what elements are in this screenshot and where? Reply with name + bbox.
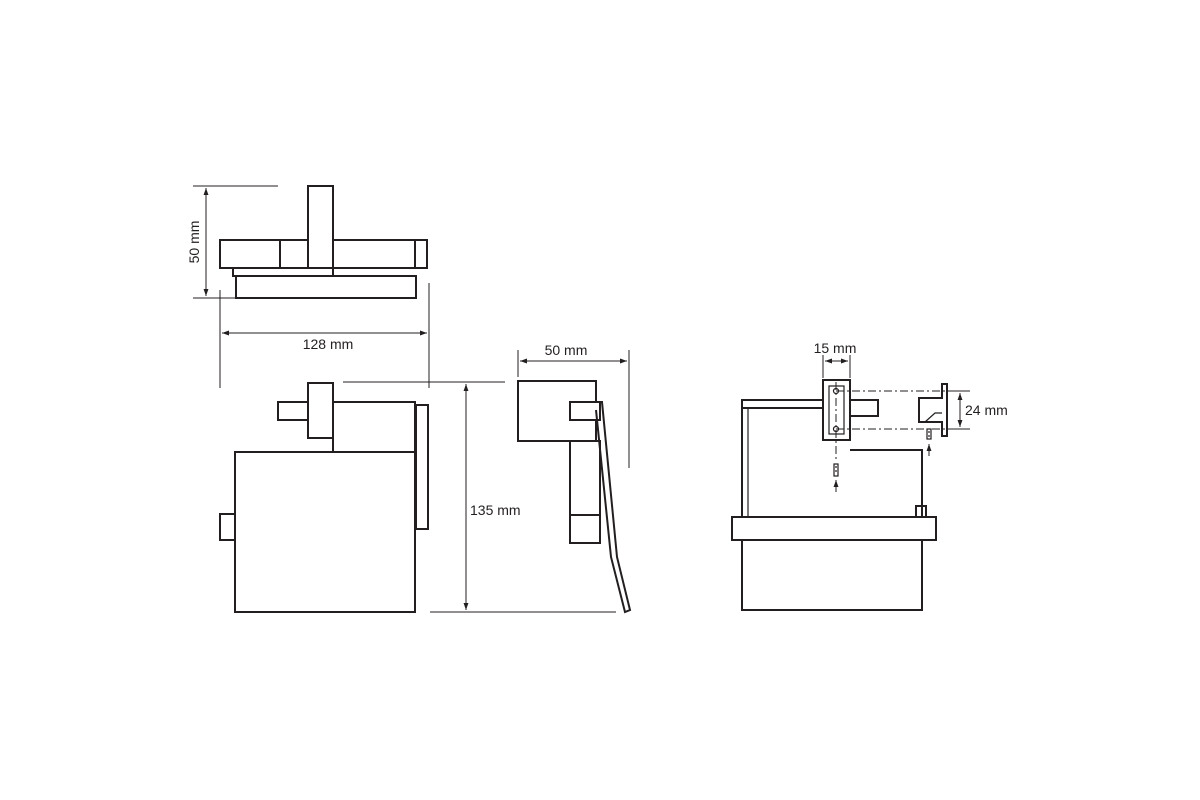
side-view-cover-profile <box>595 401 632 614</box>
dim-side-depth-label: 50 mm <box>545 342 588 358</box>
installation-view: 15 mm 24 mm <box>731 340 1008 611</box>
front-view: 135 mm <box>219 381 616 613</box>
side-view-spindle <box>569 401 601 421</box>
dim-top-width-label: 128 mm <box>303 336 354 352</box>
install-view-frame-outer <box>741 399 826 517</box>
front-view-spindle <box>277 401 309 421</box>
front-view-side-plate <box>415 404 429 530</box>
install-view-wall-bracket <box>918 383 948 437</box>
front-view-bracket <box>307 382 334 439</box>
top-view-end-cap <box>414 239 428 269</box>
dim-plate-height-label: 24 mm <box>965 402 1008 418</box>
dim-top-depth-label: 50 mm <box>186 221 202 264</box>
top-view: 50 mm 128 mm <box>186 185 430 388</box>
install-view-wall-bracket-detail <box>924 412 942 423</box>
top-view-bracket-base <box>232 267 334 277</box>
install-view-screw-bottom <box>833 463 839 492</box>
side-view-arm <box>569 440 601 544</box>
install-view-screw-wall <box>926 428 932 456</box>
top-view-lid <box>235 275 417 299</box>
dim-height-label: 135 mm <box>470 502 521 518</box>
top-view-bracket <box>307 185 334 277</box>
install-view-rim <box>731 516 937 541</box>
install-view-shelf <box>850 449 923 517</box>
dim-plate-width-label: 15 mm <box>814 340 857 356</box>
install-view-cover <box>741 539 923 611</box>
front-view-knob <box>219 513 236 541</box>
front-view-cover <box>234 451 416 613</box>
front-view-arm <box>333 401 416 452</box>
side-view: 50 mm <box>517 342 632 614</box>
install-view-spindle <box>849 399 879 417</box>
install-view-shelf-tab <box>915 505 927 518</box>
